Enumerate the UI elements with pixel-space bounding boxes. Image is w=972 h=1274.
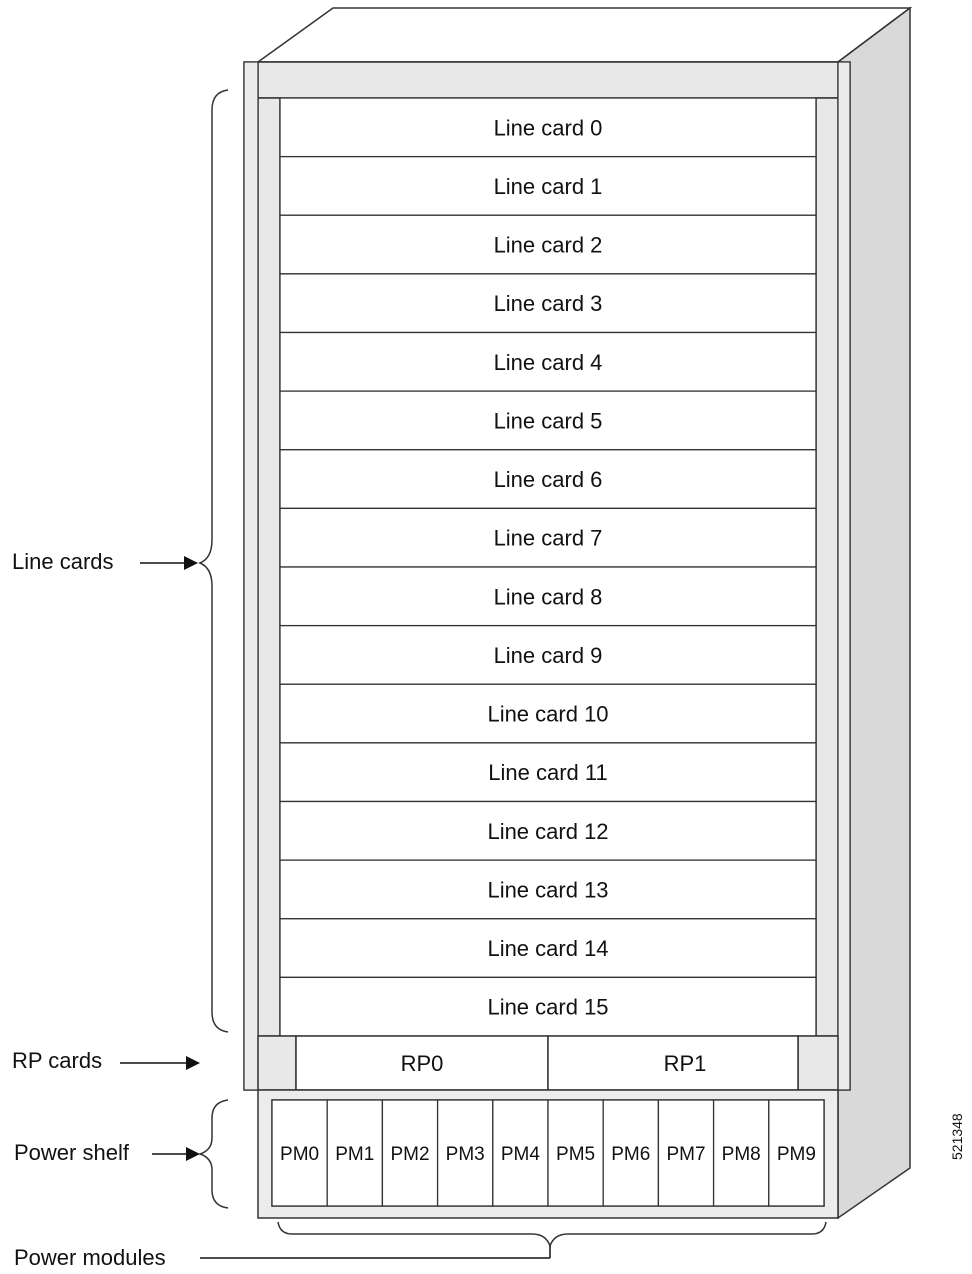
rp-right-filler <box>797 1035 839 1091</box>
power-module-slot-4 <box>492 1099 549 1207</box>
line-card-slot-12 <box>279 800 817 861</box>
line-card-label-6: Line card 6 <box>494 467 603 492</box>
top-bezel <box>257 61 839 99</box>
power-shelf-brace <box>197 1099 229 1209</box>
power-module-label-2: PM2 <box>390 1144 429 1165</box>
power-shelf-callout: Power shelf <box>14 1140 130 1165</box>
power-module-slots: PM0 PM1 PM2 PM3 PM4 PM5 PM6 PM7 PM8 PM9 <box>271 1099 825 1207</box>
line-card-slots: Line card 0 Line card 1 Line card 2 Line ca… <box>279 97 817 1037</box>
line-card-slot-7 <box>279 507 817 568</box>
power-module-label-1: PM1 <box>335 1144 374 1165</box>
line-card-slot-15 <box>279 976 817 1037</box>
line-card-slot-6 <box>279 449 817 510</box>
power-module-label-6: PM6 <box>611 1144 650 1165</box>
rp-card-1-label: RP1 <box>664 1051 707 1076</box>
line-card-label-15: Line card 15 <box>487 995 608 1020</box>
power-modules-callout: Power modules <box>14 1245 166 1270</box>
chassis-top-face <box>255 7 913 63</box>
power-modules-brace <box>277 1221 827 1249</box>
power-module-label-7: PM7 <box>666 1144 705 1165</box>
power-module-label-8: PM8 <box>722 1144 761 1165</box>
power-shelf-arrowhead <box>186 1147 200 1161</box>
line-card-slot-4 <box>279 331 817 392</box>
line-card-slot-9 <box>279 624 817 685</box>
line-card-label-3: Line card 3 <box>494 291 603 316</box>
rp-card-0-label: RP0 <box>401 1051 444 1076</box>
line-card-label-11: Line card 11 <box>488 760 607 785</box>
line-card-label-8: Line card 8 <box>494 584 603 609</box>
line-card-label-9: Line card 9 <box>494 643 603 668</box>
line-card-slot-2 <box>279 214 817 275</box>
power-module-slot-0 <box>271 1099 328 1207</box>
right-edge-strip <box>837 61 851 1091</box>
line-card-label-12: Line card 12 <box>487 819 608 844</box>
power-module-label-5: PM5 <box>556 1144 595 1165</box>
figure-id: 521348 <box>949 1113 965 1160</box>
line-cards-callout: Line cards <box>12 549 114 574</box>
rp-card-0 <box>295 1035 549 1091</box>
line-card-label-0: Line card 0 <box>494 115 603 140</box>
rp-cards-callout: RP cards <box>12 1048 102 1073</box>
line-card-slot-3 <box>279 273 817 334</box>
power-module-label-0: PM0 <box>280 1144 319 1165</box>
right-rail <box>815 97 839 1037</box>
line-cards-arrowhead <box>184 556 198 570</box>
line-card-label-1: Line card 1 <box>494 174 603 199</box>
power-module-label-4: PM4 <box>501 1144 541 1165</box>
power-module-slot-2 <box>381 1099 439 1207</box>
line-card-label-5: Line card 5 <box>494 408 603 433</box>
line-cards-brace <box>198 89 229 1033</box>
line-card-label-2: Line card 2 <box>494 233 603 258</box>
power-module-label-3: PM3 <box>446 1144 485 1165</box>
line-card-slot-10 <box>279 683 817 744</box>
power-module-slot-9 <box>768 1099 825 1207</box>
line-card-slot-11 <box>279 742 817 803</box>
line-card-label-4: Line card 4 <box>494 350 603 375</box>
power-module-slot-3 <box>436 1099 494 1207</box>
line-card-slot-13 <box>279 859 817 920</box>
power-module-slot-5 <box>547 1099 604 1207</box>
line-card-slot-1 <box>279 155 817 216</box>
power-module-slot-8 <box>712 1099 770 1207</box>
line-card-slot-5 <box>279 390 817 451</box>
left-rail <box>257 97 281 1037</box>
line-card-slot-14 <box>279 918 817 979</box>
left-edge-strip <box>243 61 259 1091</box>
line-card-label-7: Line card 7 <box>494 526 603 551</box>
power-module-label-9: PM9 <box>777 1144 816 1165</box>
rp-card-1 <box>547 1035 799 1091</box>
line-card-label-14: Line card 14 <box>487 936 608 961</box>
line-card-label-13: Line card 13 <box>487 877 608 902</box>
power-module-slot-1 <box>326 1099 384 1207</box>
power-module-slot-7 <box>657 1099 715 1207</box>
rp-cards-arrowhead <box>186 1056 200 1070</box>
line-card-label-10: Line card 10 <box>487 702 608 727</box>
rp-left-filler <box>257 1035 297 1091</box>
